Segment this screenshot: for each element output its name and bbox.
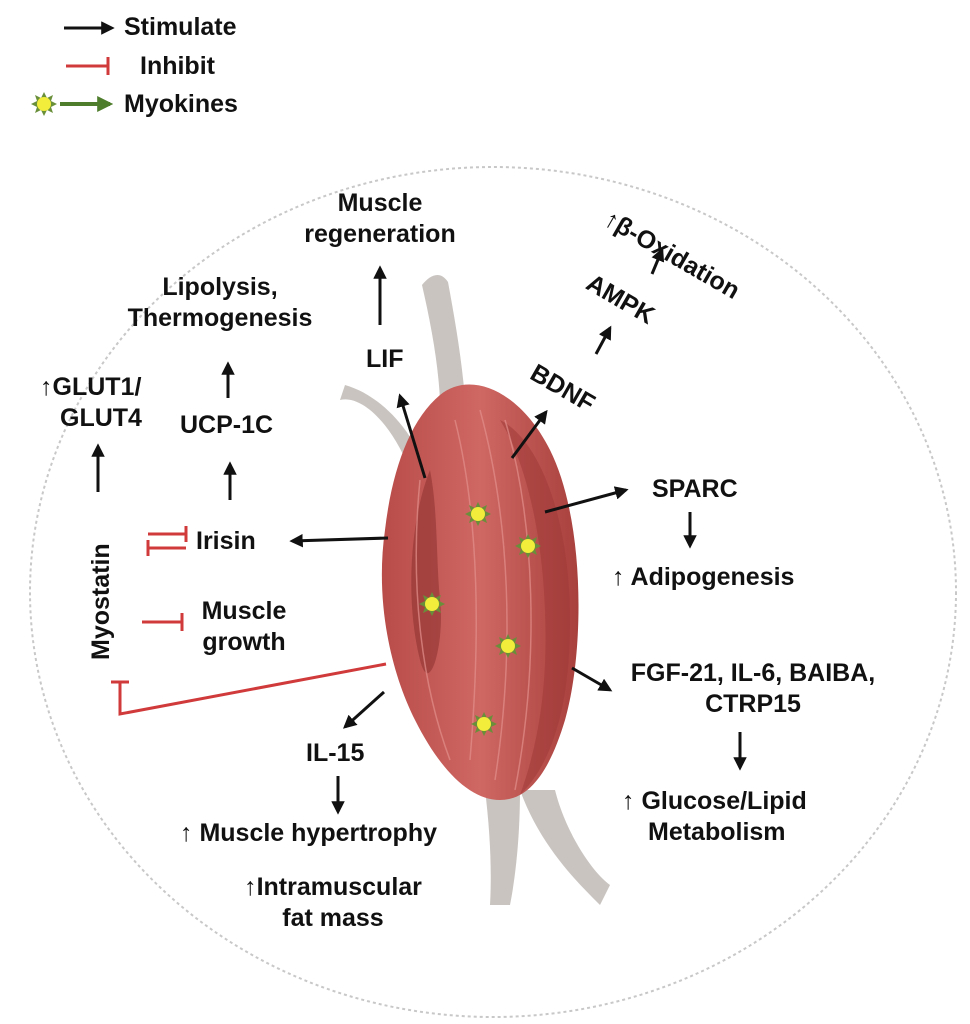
boundary-circle [29, 166, 957, 1018]
legend-myokines-label: Myokines [124, 90, 238, 118]
lif-label: LIF [366, 345, 404, 373]
legend-stimulate-label: Stimulate [124, 13, 237, 41]
glucose-lipid-label: ↑ Glucose/Lipid Metabolism [622, 787, 807, 846]
ucp-label: UCP-1C [180, 411, 274, 439]
myostatin-label: Myostatin [87, 543, 115, 660]
legend-myokine-star-icon [31, 92, 57, 116]
sparc-label: SPARC [652, 475, 738, 503]
arrow-muscle-to-lif [396, 393, 427, 479]
up-arrow-icon: ↑ [622, 787, 635, 815]
arrow-muscle-to-il15 [342, 690, 386, 729]
stimulate-arrows [91, 247, 747, 815]
hypertrophy-label: ↑ Muscle hypertrophy [180, 819, 438, 847]
myokine-star-icon-4 [495, 634, 521, 658]
arrow-bdnf-to-ampk [594, 325, 612, 355]
arrow-ampk-to-oxidation [650, 247, 665, 275]
lipolysis-thermogenesis-label: Lipolysis, Thermogenesis [127, 273, 313, 332]
arrow-muscle-to-irisin [289, 533, 389, 548]
arrow-muscle-to-fgf [571, 666, 613, 692]
glut-label: ↑GLUT1/ GLUT4 [40, 373, 142, 432]
myokine-star-icons [419, 502, 541, 736]
fgf-label: FGF-21, IL-6, BAIBA, CTRP15 [630, 659, 876, 718]
inhibit-symbols [111, 526, 387, 716]
up-arrow-icon: ↑ [180, 819, 193, 847]
muscle-regeneration-label: Muscle regeneration [304, 189, 456, 248]
arrow-muscle-to-bdnf [510, 409, 548, 459]
arrow-muscle-to-sparc [544, 486, 629, 514]
inhibit-muscle-to-myostatin [118, 662, 387, 716]
legend-inhibit-label: Inhibit [140, 52, 215, 80]
up-arrow-icon: ↑ [612, 563, 625, 591]
adipogenesis-label: ↑ Adipogenesis [612, 563, 795, 591]
myokine-star-icon-5 [471, 712, 497, 736]
up-arrow-icon: ↑ [40, 373, 53, 401]
myokine-star-icon-1 [465, 502, 491, 526]
myokine-star-icon-3 [419, 592, 445, 616]
intramuscular-fat-label: ↑Intramuscular fat mass [244, 873, 422, 932]
irisin-label: Irisin [196, 527, 256, 555]
muscle-illustration [340, 274, 610, 905]
legend [31, 21, 115, 116]
myokine-star-icon-2 [515, 534, 541, 558]
up-arrow-icon: ↑ [244, 873, 257, 901]
muscle-growth-label: Muscle growth [201, 597, 287, 656]
il15-label: IL-15 [306, 739, 365, 767]
